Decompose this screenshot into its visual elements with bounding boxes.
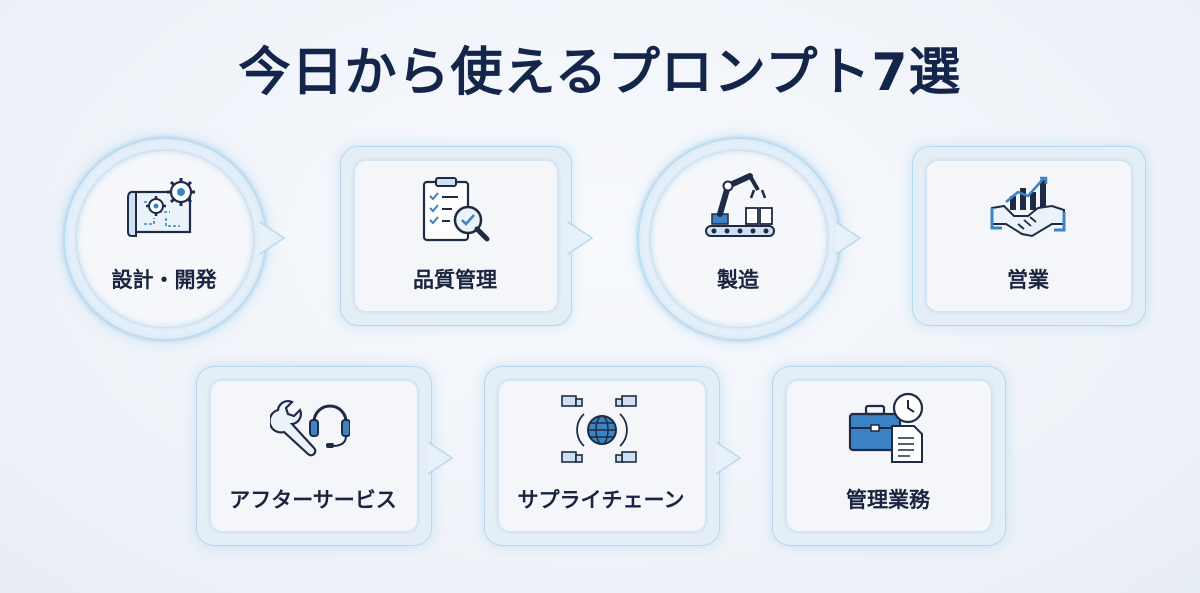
pointer-arrow <box>567 221 594 255</box>
pointer-arrow <box>259 221 286 255</box>
prompt-card-manufacturing[interactable]: 製造 <box>638 138 888 340</box>
item-label: アフターサービス <box>229 488 397 512</box>
prompt-card-after-service[interactable]: アフターサービス <box>196 366 466 546</box>
item-label: 営業 <box>1007 268 1049 292</box>
prompt-card-design[interactable]: 設計・開発 <box>64 138 304 340</box>
pointer-arrow <box>715 441 742 475</box>
pointer-arrow <box>427 441 454 475</box>
briefcase-clock-icon <box>848 392 924 463</box>
wrench-headset-icon <box>270 400 350 457</box>
item-label: 設計・開発 <box>111 268 217 292</box>
handshake-chart-icon <box>990 176 1066 238</box>
page-title: 今日から使えるプロンプト7選 <box>238 43 962 103</box>
item-label: サプライチェーン <box>517 488 685 512</box>
prompt-card-quality[interactable]: 品質管理 <box>340 146 610 326</box>
checklist-magnifier-icon <box>422 177 490 242</box>
robot-arm-conveyor-icon <box>705 173 775 237</box>
prompt-card-sales[interactable]: 営業 <box>912 146 1148 326</box>
item-label: 品質管理 <box>413 268 497 292</box>
prompt-card-administration[interactable]: 管理業務 <box>772 366 1008 546</box>
pointer-arrow <box>835 221 862 255</box>
blueprint-gears-icon <box>127 178 195 237</box>
item-label: 製造 <box>717 268 759 292</box>
item-label: 管理業務 <box>846 488 930 512</box>
prompt-card-supply-chain[interactable]: サプライチェーン <box>484 366 754 546</box>
globe-trucks-icon <box>561 395 637 463</box>
